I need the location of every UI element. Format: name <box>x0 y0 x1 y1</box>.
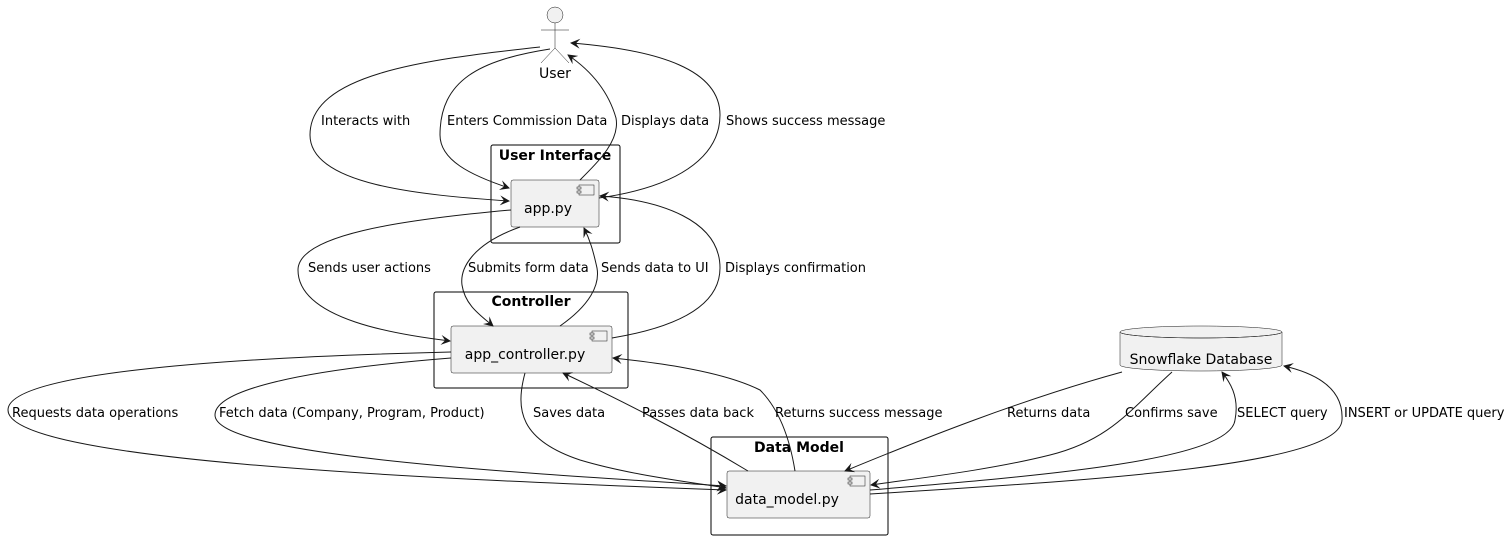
edge-label: Passes data back <box>642 406 754 421</box>
edge-label: Sends user actions <box>308 261 431 276</box>
edge-saves-data <box>520 372 727 492</box>
edge-returns-success-message <box>612 353 796 472</box>
edge-enters-commission-data <box>439 48 551 190</box>
edge-confirms-save <box>870 371 1173 489</box>
edge-sends-data-to-ui <box>559 227 599 327</box>
package-title: User Interface <box>499 148 612 164</box>
component-label: data_model.py <box>735 492 839 508</box>
edge-label: Enters Commission Data <box>447 114 607 129</box>
edge-label: Displays data <box>621 114 709 129</box>
actor-user: User <box>539 6 571 82</box>
edge-insert-or-update-query <box>869 363 1343 495</box>
package-title: Data Model <box>754 440 844 456</box>
edge-label: Sends data to UI <box>601 261 709 276</box>
edge-select-query <box>869 371 1237 491</box>
edge-displays-data <box>567 54 617 181</box>
component-app: app.py <box>510 179 600 228</box>
edge-label: Fetch data (Company, Program, Product) <box>219 406 485 421</box>
edge-label: Requests data operations <box>12 406 179 421</box>
package-title: Controller <box>491 294 570 310</box>
database-snowflake: Snowflake Database <box>1119 325 1283 372</box>
edge-label: Interacts with <box>321 114 410 129</box>
edge-label: Returns data <box>1007 406 1090 421</box>
component-label: app.py <box>524 201 572 217</box>
edge-requests-data-operations <box>7 351 727 495</box>
package-controller: Controller <box>433 291 629 389</box>
database-cylinder-icon <box>1119 325 1283 372</box>
component-app-controller: app_controller.py <box>450 325 613 374</box>
edge-sends-user-actions <box>297 209 512 345</box>
edge-label: Displays confirmation <box>725 261 866 276</box>
database-label: Snowflake Database <box>1130 352 1273 368</box>
edge-passes-data-back <box>562 372 749 472</box>
component-icon <box>576 184 595 196</box>
component-icon <box>847 475 866 487</box>
component-label: app_controller.py <box>465 347 585 363</box>
component-data-model: data_model.py <box>726 470 871 519</box>
edge-interacts-with <box>309 46 541 206</box>
edge-shows-success-message <box>570 38 721 199</box>
edge-returns-data <box>844 371 1123 473</box>
edge-label: SELECT query <box>1237 406 1328 421</box>
edge-fetch-data <box>214 357 727 491</box>
edge-label: Saves data <box>533 406 605 421</box>
edge-label: Submits form data <box>468 261 589 276</box>
actor-figure-icon <box>540 6 570 64</box>
edge-displays-confirmation <box>599 191 721 339</box>
edge-label: Shows success message <box>726 114 885 129</box>
edge-label: Returns success message <box>775 406 942 421</box>
edge-label: INSERT or UPDATE query <box>1344 406 1505 421</box>
edge-submits-form-data <box>461 226 521 327</box>
actor-label: User <box>539 66 571 82</box>
edge-label: Confirms save <box>1125 406 1218 421</box>
component-icon <box>589 330 608 342</box>
